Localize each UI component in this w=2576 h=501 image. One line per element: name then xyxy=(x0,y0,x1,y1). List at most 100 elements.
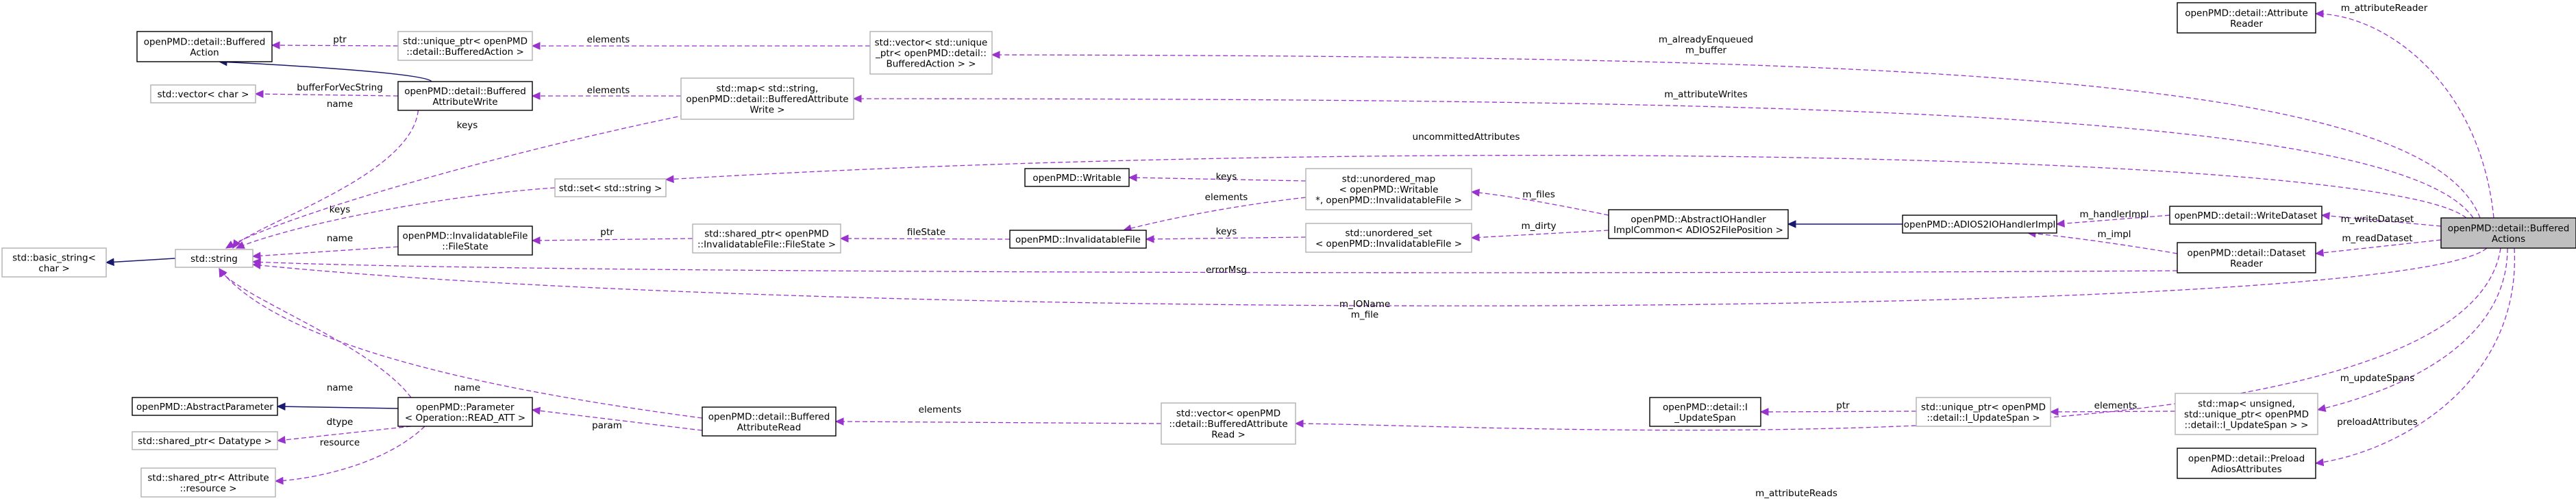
edge-line xyxy=(1471,230,1609,239)
edge-line xyxy=(2056,215,2170,225)
node-unique-ptr-i-update-span[interactable]: std::unique_ptr< openPMD::detail::I_Upda… xyxy=(1916,397,2051,427)
edge-m-update-spans: m_updateSpans xyxy=(2316,247,2508,413)
edge-label: elements xyxy=(919,404,962,415)
node-box xyxy=(1608,209,1789,239)
node-unique-ptr-buffered-action[interactable]: std::unique_ptr< openPMD::detail::Buffer… xyxy=(397,31,533,61)
node-box xyxy=(397,225,533,256)
edge-label: elements xyxy=(1205,192,1248,203)
node-label-line: openPMD::InvalidatableFile xyxy=(1015,234,1141,245)
node-shared-ptr-filestate[interactable]: std::shared_ptr< openPMD::InvalidatableF… xyxy=(692,223,841,254)
node-box xyxy=(397,31,533,61)
node-writable[interactable]: openPMD::Writable xyxy=(1024,168,1130,187)
node-buffered-action[interactable]: openPMD::detail::BufferedAction xyxy=(136,31,273,62)
edge-label: preloadAttributes xyxy=(2337,417,2418,428)
arrowhead xyxy=(274,476,284,485)
edge-line xyxy=(252,246,399,257)
node-map-unsigned-unique-ptr-i-update-span[interactable]: std::map< unsigned,std::unique_ptr< open… xyxy=(2175,393,2318,435)
edge-m-write-dataset: m_writeDataset xyxy=(2320,212,2442,227)
edge-label: elements xyxy=(587,34,630,45)
arrowhead xyxy=(991,51,1000,59)
arrowhead xyxy=(2320,212,2330,220)
node-box xyxy=(2169,206,2323,225)
edge-label: elements xyxy=(587,85,630,96)
edge-label: m_files xyxy=(1522,189,1555,200)
edge-uncommitted-attributes: uncommittedAttributes xyxy=(665,132,2467,219)
edge-set-keys: keys xyxy=(235,187,556,249)
edge-line xyxy=(853,98,2474,219)
node-box xyxy=(1,247,107,278)
node-i-update-span[interactable]: openPMD::detail::I_UpdateSpan xyxy=(1649,397,1761,427)
edge-label: m_handlerImpl xyxy=(2080,209,2149,220)
edge-line xyxy=(219,268,703,419)
arrowhead xyxy=(105,258,114,267)
arrowhead xyxy=(852,95,862,103)
node-label-line: ::detail::I_UpdateSpan > xyxy=(1927,413,2040,424)
node-box xyxy=(132,397,278,416)
edge-label: ptr xyxy=(1836,400,1850,411)
edge-vector-elements: elements xyxy=(531,34,870,50)
node-box xyxy=(397,81,533,111)
edge-label: m_attributeReads xyxy=(1755,488,1837,499)
arrowhead xyxy=(2314,10,2324,18)
edge-label: dtype xyxy=(327,417,354,428)
node-label-line: AttributeRead xyxy=(737,422,802,433)
edge-label: errorMsg xyxy=(1206,265,1247,276)
arrowhead xyxy=(225,241,235,249)
edge-m-dirty: m_dirty xyxy=(1470,221,1609,242)
edge-label: ptr xyxy=(333,34,347,45)
node-label-line: *, openPMD::InvalidatableFile > xyxy=(1315,195,1462,206)
node-unordered-map-writable[interactable]: std::unordered_map< openPMD::Writable*, … xyxy=(1305,168,1472,210)
edge-label: keys xyxy=(1216,171,1237,182)
node-label-line: AttributeWrite xyxy=(432,97,497,108)
node-label-line: Action xyxy=(190,47,219,58)
node-label-line: < openPMD::Writable xyxy=(1339,184,1439,195)
node-unordered-set-invalidatable-file[interactable]: std::unordered_set< openPMD::Invalidatab… xyxy=(1305,223,1472,253)
arrowhead xyxy=(531,406,541,415)
node-label-line: ::detail::BufferedAction > xyxy=(406,47,524,58)
node-box xyxy=(2177,242,2316,273)
edge-error-msg: errorMsg xyxy=(251,258,2178,276)
node-map-string-buffered-attribute-write[interactable]: std::map< std::string,openPMD::detail::B… xyxy=(680,77,854,120)
node-basic-string-char[interactable]: std::basic_string<char > xyxy=(1,247,107,278)
node-label-line: openPMD::InvalidatableFile xyxy=(403,230,528,241)
edge-inherit-abstract-parameter xyxy=(276,402,399,411)
node-label-line: openPMD::ADIOS2IOHandlerImpl xyxy=(1904,219,2056,230)
node-shared-ptr-attribute-resource[interactable]: std::shared_ptr< Attribute::resource > xyxy=(140,467,276,498)
arrowhead xyxy=(1145,235,1154,243)
arrowhead xyxy=(235,241,245,249)
node-shared-ptr-datatype[interactable]: std::shared_ptr< Datatype > xyxy=(132,431,278,450)
node-write-dataset[interactable]: openPMD::detail::WriteDataset xyxy=(2169,206,2323,225)
node-label-line: Reader xyxy=(2230,258,2263,269)
node-vector-char[interactable]: std::vector< char > xyxy=(150,84,256,103)
node-set-string[interactable]: std::set< std::string > xyxy=(554,178,667,197)
node-label-line: std::unordered_set xyxy=(1345,228,1432,239)
node-adios2-io-handler-impl[interactable]: openPMD::ADIOS2IOHandlerImpl xyxy=(1902,215,2057,234)
node-invalidatable-file-filestate[interactable]: openPMD::InvalidatableFile::FileState xyxy=(397,225,533,256)
edge-m-files: m_files xyxy=(1470,188,1609,216)
edge-label: m_file xyxy=(1351,310,1378,321)
node-label-line: std::string xyxy=(190,254,238,265)
node-invalidatable-file[interactable]: openPMD::InvalidatableFile xyxy=(1009,230,1147,249)
node-label-line: char > xyxy=(38,263,69,274)
edge-inherit-abstract-io xyxy=(1787,220,1903,228)
node-abstract-parameter[interactable]: openPMD::AbstractParameter xyxy=(132,397,278,416)
node-vector-unique-ptr-buffered-action[interactable]: std::vector< std::unique_ptr< openPMD::d… xyxy=(869,31,993,75)
node-label-line: std::unique_ptr< openPMD xyxy=(2184,409,2309,420)
arrowhead xyxy=(2314,458,2325,467)
node-label-line: std::set< std::string > xyxy=(559,183,662,194)
node-std-string[interactable]: std::string xyxy=(175,249,253,268)
edge-label: m_buffer xyxy=(1685,45,1727,56)
node-label-line: Actions xyxy=(2492,234,2525,245)
node-parameter-read-att[interactable]: openPMD::Parameter< Operation::READ_ATT … xyxy=(397,397,533,427)
node-label-line: std::shared_ptr< Attribute xyxy=(147,472,269,483)
node-box xyxy=(2177,448,2316,479)
arrowhead xyxy=(1470,233,1480,242)
node-vector-buffered-attribute-read[interactable]: std::vector< openPMD::detail::BufferedAt… xyxy=(1161,402,1296,445)
